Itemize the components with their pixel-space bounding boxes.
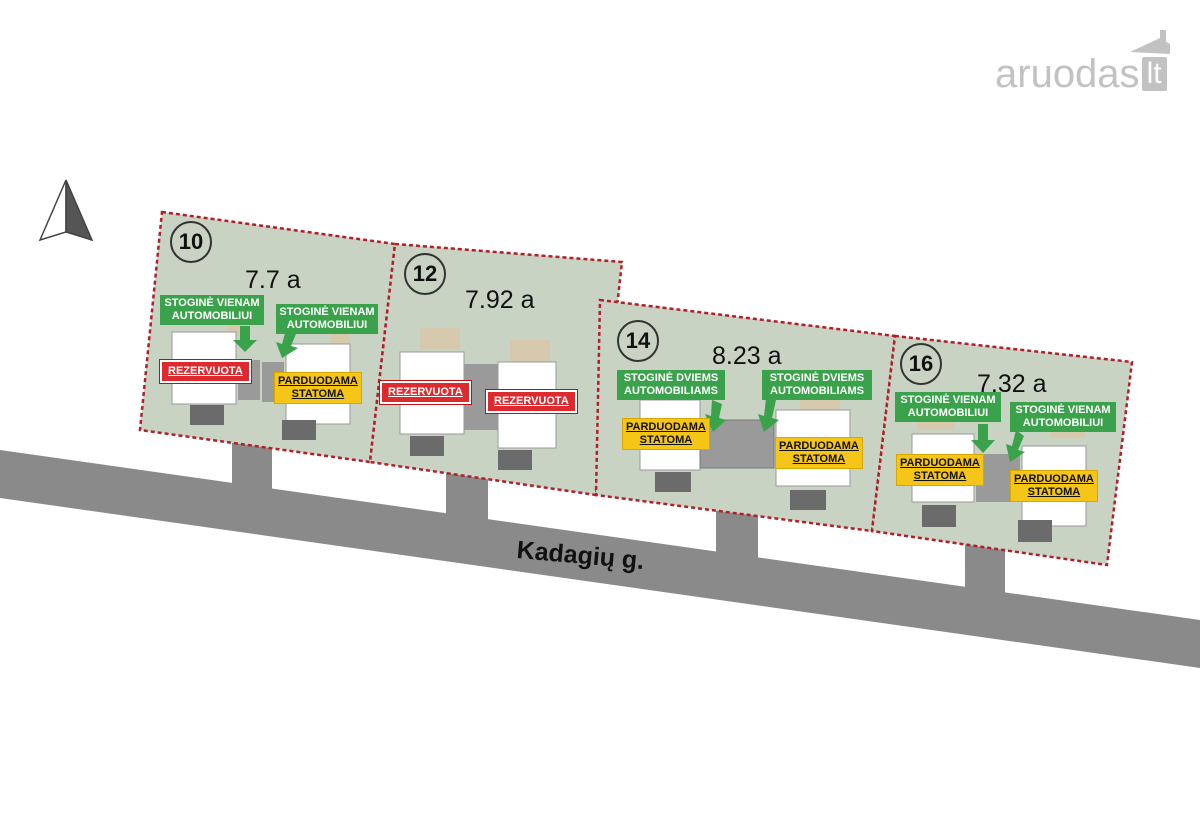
- watermark-brand: aruodas: [995, 52, 1140, 96]
- plot-number-14: 14: [617, 320, 659, 362]
- carport-label: STOGINĖ VIENAM AUTOMOBILIUI: [895, 392, 1001, 422]
- arrow-icon: [758, 398, 779, 432]
- plot-number-12: 12: [404, 253, 446, 295]
- arrow-icon: [1006, 430, 1025, 462]
- plot-number-16: 16: [900, 343, 942, 385]
- watermark-suffix: lt: [1141, 57, 1167, 91]
- arrow-icon: [276, 330, 298, 358]
- carport-label: STOGINĖ VIENAM AUTOMOBILIUI: [276, 304, 378, 334]
- carport-arrows: [233, 326, 1025, 462]
- status-badge-reserved: REZERVUOTA: [485, 389, 578, 414]
- arrow-icon: [233, 326, 257, 352]
- status-badge-reserved: REZERVUOTA: [379, 380, 472, 405]
- watermark-logo-icon: [1130, 30, 1170, 54]
- plot-area-10: 7.7 a: [245, 266, 301, 294]
- status-badge-reserved: REZERVUOTA: [159, 359, 252, 384]
- plot-number-10: 10: [170, 221, 212, 263]
- plot-area-12: 7.92 a: [465, 286, 535, 314]
- road: [0, 450, 1200, 668]
- carport-label: STOGINĖ VIENAM AUTOMOBILIUI: [160, 295, 264, 325]
- north-arrow-icon: [38, 179, 94, 242]
- carport-label: STOGINĖ VIENAM AUTOMOBILIUI: [1010, 402, 1116, 432]
- carport-label: STOGINĖ DVIEMS AUTOMOBILIAMS: [617, 370, 725, 400]
- arrow-icon: [705, 400, 726, 432]
- plot-area-14: 8.23 a: [712, 342, 782, 370]
- carport-label: STOGINĖ DVIEMS AUTOMOBILIAMS: [762, 370, 872, 400]
- arrow-icon: [971, 424, 995, 453]
